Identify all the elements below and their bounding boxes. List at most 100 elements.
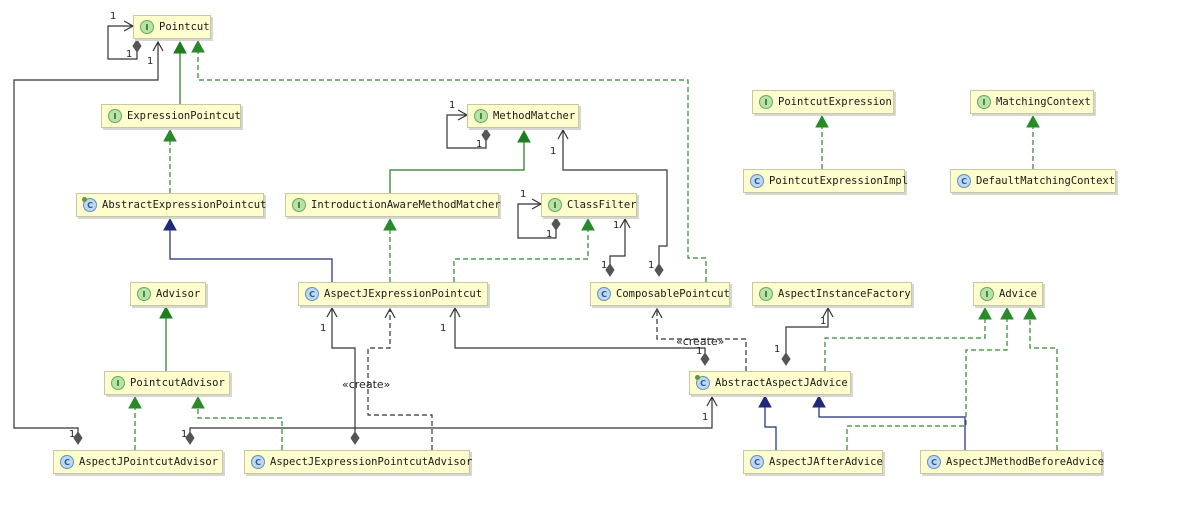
multiplicity-label: 1 — [550, 146, 556, 157]
multiplicity-label: 1 — [601, 260, 607, 271]
association-arrowhead — [619, 217, 631, 229]
pointcut-advisor-node[interactable]: I PointcutAdvisor — [104, 371, 230, 395]
implements-line — [453, 230, 589, 282]
association-arrowhead — [557, 128, 569, 140]
extends-arrowhead — [159, 305, 173, 319]
class-extends-line — [169, 230, 333, 282]
association-arrowhead — [152, 40, 164, 52]
multiplicity-label: 1 — [546, 229, 552, 240]
composition-diamond — [350, 431, 360, 445]
create-stereotype-label: «create» — [676, 335, 724, 348]
composition-diamond — [781, 352, 791, 366]
interface-icon: I — [474, 109, 488, 123]
class-extends-line — [818, 407, 966, 450]
abstract-class-icon: C — [82, 197, 97, 212]
class-icon: C — [60, 455, 74, 469]
class-icon: C — [750, 174, 764, 188]
composition-diamond — [551, 217, 561, 231]
create-dependency-line — [367, 309, 433, 450]
aspectj-method-before-advice-node[interactable]: C AspectJMethodBeforeAdvice — [920, 450, 1105, 474]
class-icon: C — [927, 455, 941, 469]
multiplicity-label: 1 — [820, 316, 826, 327]
node-label: PointcutAdvisor — [130, 377, 225, 389]
association-line — [454, 308, 706, 359]
implements-line — [197, 408, 283, 450]
multiplicity-label: 1 — [774, 344, 780, 355]
self-association-line — [107, 25, 138, 60]
node-label: IntroductionAwareMethodMatcher — [311, 199, 501, 211]
node-label: Advice — [999, 288, 1037, 300]
self-association-line — [517, 203, 557, 239]
composition-diamond — [185, 431, 195, 445]
multiplicity-label: 1 — [613, 220, 619, 231]
association-line — [331, 308, 356, 438]
pointcut-node[interactable]: I Pointcut — [133, 15, 211, 39]
association-line — [785, 308, 829, 359]
abstract-class-icon: C — [695, 375, 710, 390]
class-icon: C — [750, 455, 764, 469]
node-label: AspectJMethodBeforeAdvice — [946, 456, 1105, 468]
association-line — [13, 42, 159, 438]
implements-arrowhead — [1000, 306, 1014, 320]
node-label: Pointcut — [159, 21, 210, 33]
implements-arrowhead — [1026, 114, 1040, 128]
composition-diamond — [605, 263, 615, 277]
create-arrowhead — [651, 307, 663, 319]
implements-arrowhead — [191, 395, 205, 409]
node-label: ExpressionPointcut — [127, 110, 241, 122]
node-label: ComposablePointcut — [616, 288, 730, 300]
class-extends-line — [764, 407, 777, 450]
implements-line — [1029, 319, 1058, 450]
composition-diamond — [654, 263, 664, 277]
interface-icon: I — [140, 20, 154, 34]
self-association-line — [446, 114, 487, 149]
multiplicity-label: 1 — [476, 139, 482, 150]
interface-icon: I — [292, 198, 306, 212]
association-arrowhead — [326, 306, 338, 318]
implements-arrowhead — [815, 114, 829, 128]
composition-diamond — [132, 39, 142, 53]
interface-icon: I — [137, 287, 151, 301]
multiplicity-label: 1 — [320, 323, 326, 334]
composable-pointcut-node[interactable]: C ComposablePointcut — [590, 282, 730, 306]
aspectj-after-advice-node[interactable]: C AspectJAfterAdvice — [743, 450, 883, 474]
class-extends-arrowhead — [812, 394, 826, 408]
multiplicity-label: 1 — [702, 412, 708, 423]
implements-arrowhead — [978, 306, 992, 320]
composition-diamond — [700, 352, 710, 366]
node-label: AspectJAfterAdvice — [769, 456, 883, 468]
multiplicity-label: 1 — [520, 189, 526, 200]
node-label: MatchingContext — [996, 96, 1091, 108]
interface-icon: I — [548, 198, 562, 212]
create-dependency-line — [656, 309, 747, 371]
aspectj-pointcut-advisor-node[interactable]: C AspectJPointcutAdvisor — [53, 450, 223, 474]
multiplicity-label: 1 — [69, 429, 75, 440]
association-arrowhead — [449, 306, 461, 318]
node-label: AspectJPointcutAdvisor — [79, 456, 219, 468]
create-stereotype-label: «create» — [342, 378, 390, 391]
multiplicity-label: 1 — [449, 100, 455, 111]
association-line — [609, 219, 626, 270]
node-label: PointcutExpression — [778, 96, 892, 108]
multiplicity-label: 1 — [696, 346, 702, 357]
introduction-aware-method-matcher-node[interactable]: I IntroductionAwareMethodMatcher — [285, 193, 501, 217]
interface-icon: I — [111, 376, 125, 390]
class-icon: C — [957, 174, 971, 188]
class-icon: C — [597, 287, 611, 301]
